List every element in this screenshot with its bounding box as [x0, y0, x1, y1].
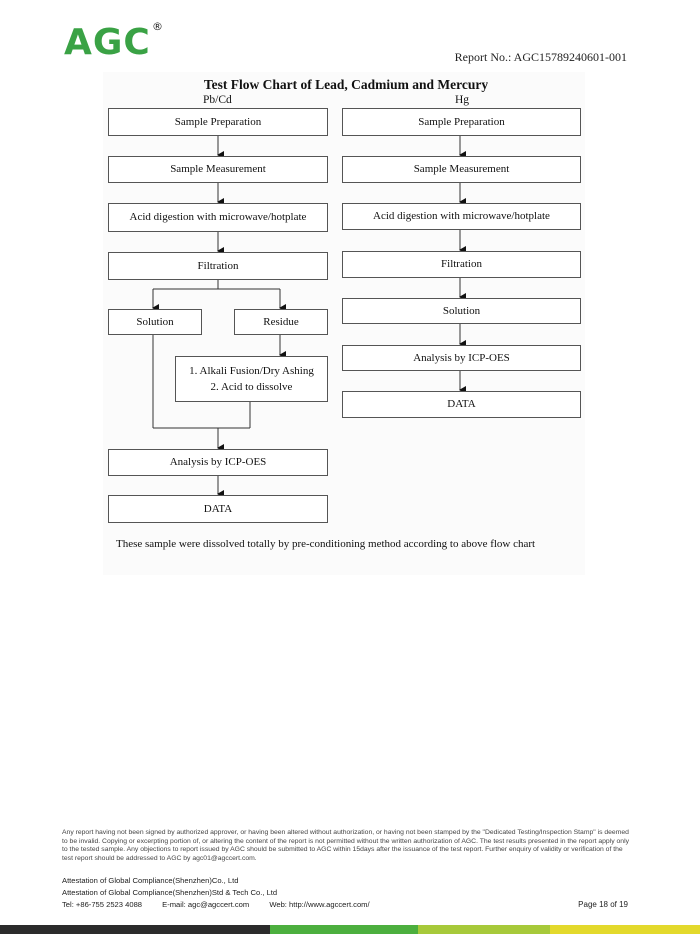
footer-bar-green: [270, 925, 418, 934]
left-data-box: DATA: [108, 495, 328, 523]
footer-company-1: Attestation of Global Compliance(Shenzhe…: [62, 876, 239, 885]
registered-mark: ®: [152, 20, 163, 33]
footer-bar-lime: [418, 925, 550, 934]
footer-tel: Tel: +86-755 2523 4088: [62, 900, 143, 909]
alkali-fusion-line2: 2. Acid to dissolve: [210, 381, 293, 393]
footer-contact: Tel: +86-755 2523 4088 E-mail: agc@agcce…: [62, 900, 388, 909]
right-analysis-box: Analysis by ICP-OES: [342, 345, 581, 371]
flow-chart-note: These sample were dissolved totally by p…: [116, 538, 536, 550]
right-acid-digestion-box: Acid digestion with microwave/hotplate: [342, 203, 581, 230]
left-solution-box: Solution: [108, 309, 202, 335]
footer-web: Web: http://www.agccert.com/: [269, 900, 370, 909]
chart-title: Test Flow Chart of Lead, Cadmium and Mer…: [203, 77, 489, 92]
right-sample-measurement-box: Sample Measurement: [342, 156, 581, 183]
left-residue-box: Residue: [234, 309, 328, 335]
right-sample-preparation-box: Sample Preparation: [342, 108, 581, 136]
footer-bar-dark: [0, 925, 270, 934]
left-acid-digestion-box: Acid digestion with microwave/hotplate: [108, 203, 328, 232]
footer-email: E-mail: agc@agccert.com: [162, 900, 250, 909]
left-sample-preparation-box: Sample Preparation: [108, 108, 328, 136]
left-alkali-fusion-box: 1. Alkali Fusion/Dry Ashing 2. Acid to d…: [175, 356, 328, 402]
footer-company-2: Attestation of Global Compliance(Shenzhe…: [62, 888, 278, 897]
left-filtration-box: Filtration: [108, 252, 328, 280]
footer-bar-yellow: [550, 925, 700, 934]
right-data-box: DATA: [342, 391, 581, 418]
footer-disclaimer: Any report having not been signed by aut…: [62, 829, 629, 862]
left-sample-measurement-box: Sample Measurement: [108, 156, 328, 183]
pb-cd-label: Pb/Cd: [203, 94, 232, 106]
page-number: Page 18 of 19: [578, 900, 628, 909]
agc-logo: AGC: [64, 22, 151, 63]
hg-label: Hg: [455, 94, 470, 106]
right-solution-box: Solution: [342, 298, 581, 324]
left-analysis-box: Analysis by ICP-OES: [108, 449, 328, 476]
right-filtration-box: Filtration: [342, 251, 581, 278]
alkali-fusion-line1: 1. Alkali Fusion/Dry Ashing: [189, 364, 314, 377]
report-number: Report No.: AGC15789240601-001: [454, 50, 627, 64]
